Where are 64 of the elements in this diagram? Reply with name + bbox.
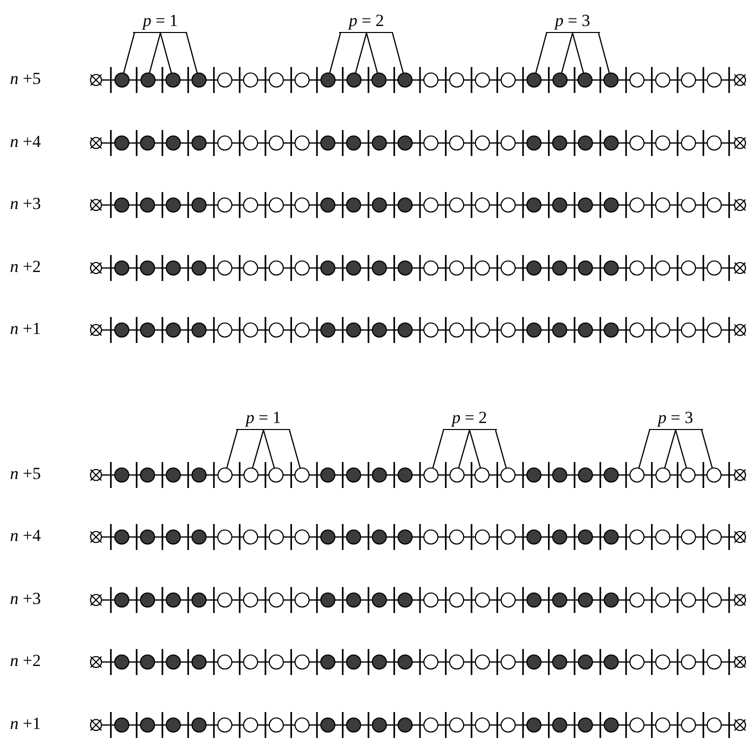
bracket-label: p = 1: [133, 11, 188, 33]
leader-line: [598, 32, 610, 74]
leader-line: [638, 430, 650, 468]
open-circle: [242, 467, 259, 483]
leader-line: [560, 32, 574, 74]
row-label: n +2: [10, 257, 41, 277]
filled-circle: [552, 72, 568, 88]
bracket-label: p = 3: [546, 11, 600, 33]
row-label: n +5: [10, 464, 41, 484]
row-label: n +3: [10, 194, 41, 214]
leader-line: [148, 32, 161, 74]
row-label: n +2: [10, 651, 41, 671]
open-circle: [628, 467, 645, 483]
filled-circle: [371, 72, 388, 88]
open-circle: [500, 467, 516, 483]
leader-line: [226, 430, 238, 468]
row-label: n +4: [10, 132, 41, 152]
open-circle: [680, 467, 696, 483]
leader-line: [432, 430, 444, 468]
row-label: n +4: [10, 526, 41, 546]
leader-line: [675, 430, 688, 468]
leader-line: [468, 430, 482, 468]
bracket-label: p = 3: [648, 408, 703, 430]
leader-line: [262, 430, 275, 468]
leader-line: [354, 32, 368, 74]
leader-line: [535, 32, 548, 74]
leader-line: [701, 430, 713, 468]
open-circle: [268, 467, 284, 483]
row-label: n +5: [10, 69, 41, 89]
leader-line: [458, 430, 470, 468]
filled-circle: [526, 72, 542, 88]
leader-line: [366, 32, 378, 74]
leader-line: [160, 32, 172, 74]
bracket-label: p = 2: [339, 11, 394, 33]
filled-circle: [397, 72, 414, 88]
filled-circle: [320, 72, 336, 88]
leader-line: [572, 32, 584, 74]
row-label: n +1: [10, 714, 41, 734]
leader-line: [494, 430, 507, 468]
open-circle: [706, 467, 722, 483]
leader-line: [252, 430, 264, 468]
row-label: n +1: [10, 319, 41, 339]
row-label: n +3: [10, 589, 41, 609]
leader-line: [329, 32, 342, 74]
filled-circle: [346, 72, 362, 88]
open-circle: [474, 467, 490, 483]
filled-circle: [577, 72, 594, 88]
filled-circle: [191, 72, 208, 88]
bracket-label: p = 1: [236, 408, 290, 430]
leader-line: [392, 32, 404, 74]
open-circle: [654, 467, 671, 483]
open-circle: [216, 467, 233, 483]
filled-circle: [603, 72, 620, 88]
leader-line: [664, 430, 676, 468]
open-circle: [448, 467, 465, 483]
open-circle: [294, 467, 310, 483]
leader-line: [186, 32, 198, 74]
filled-circle: [114, 72, 130, 88]
leader-line: [123, 32, 135, 74]
leader-line: [288, 430, 301, 468]
filled-circle: [165, 72, 182, 88]
filled-circle: [140, 72, 156, 88]
bracket-label: p = 2: [442, 408, 497, 430]
open-circle: [422, 467, 439, 483]
